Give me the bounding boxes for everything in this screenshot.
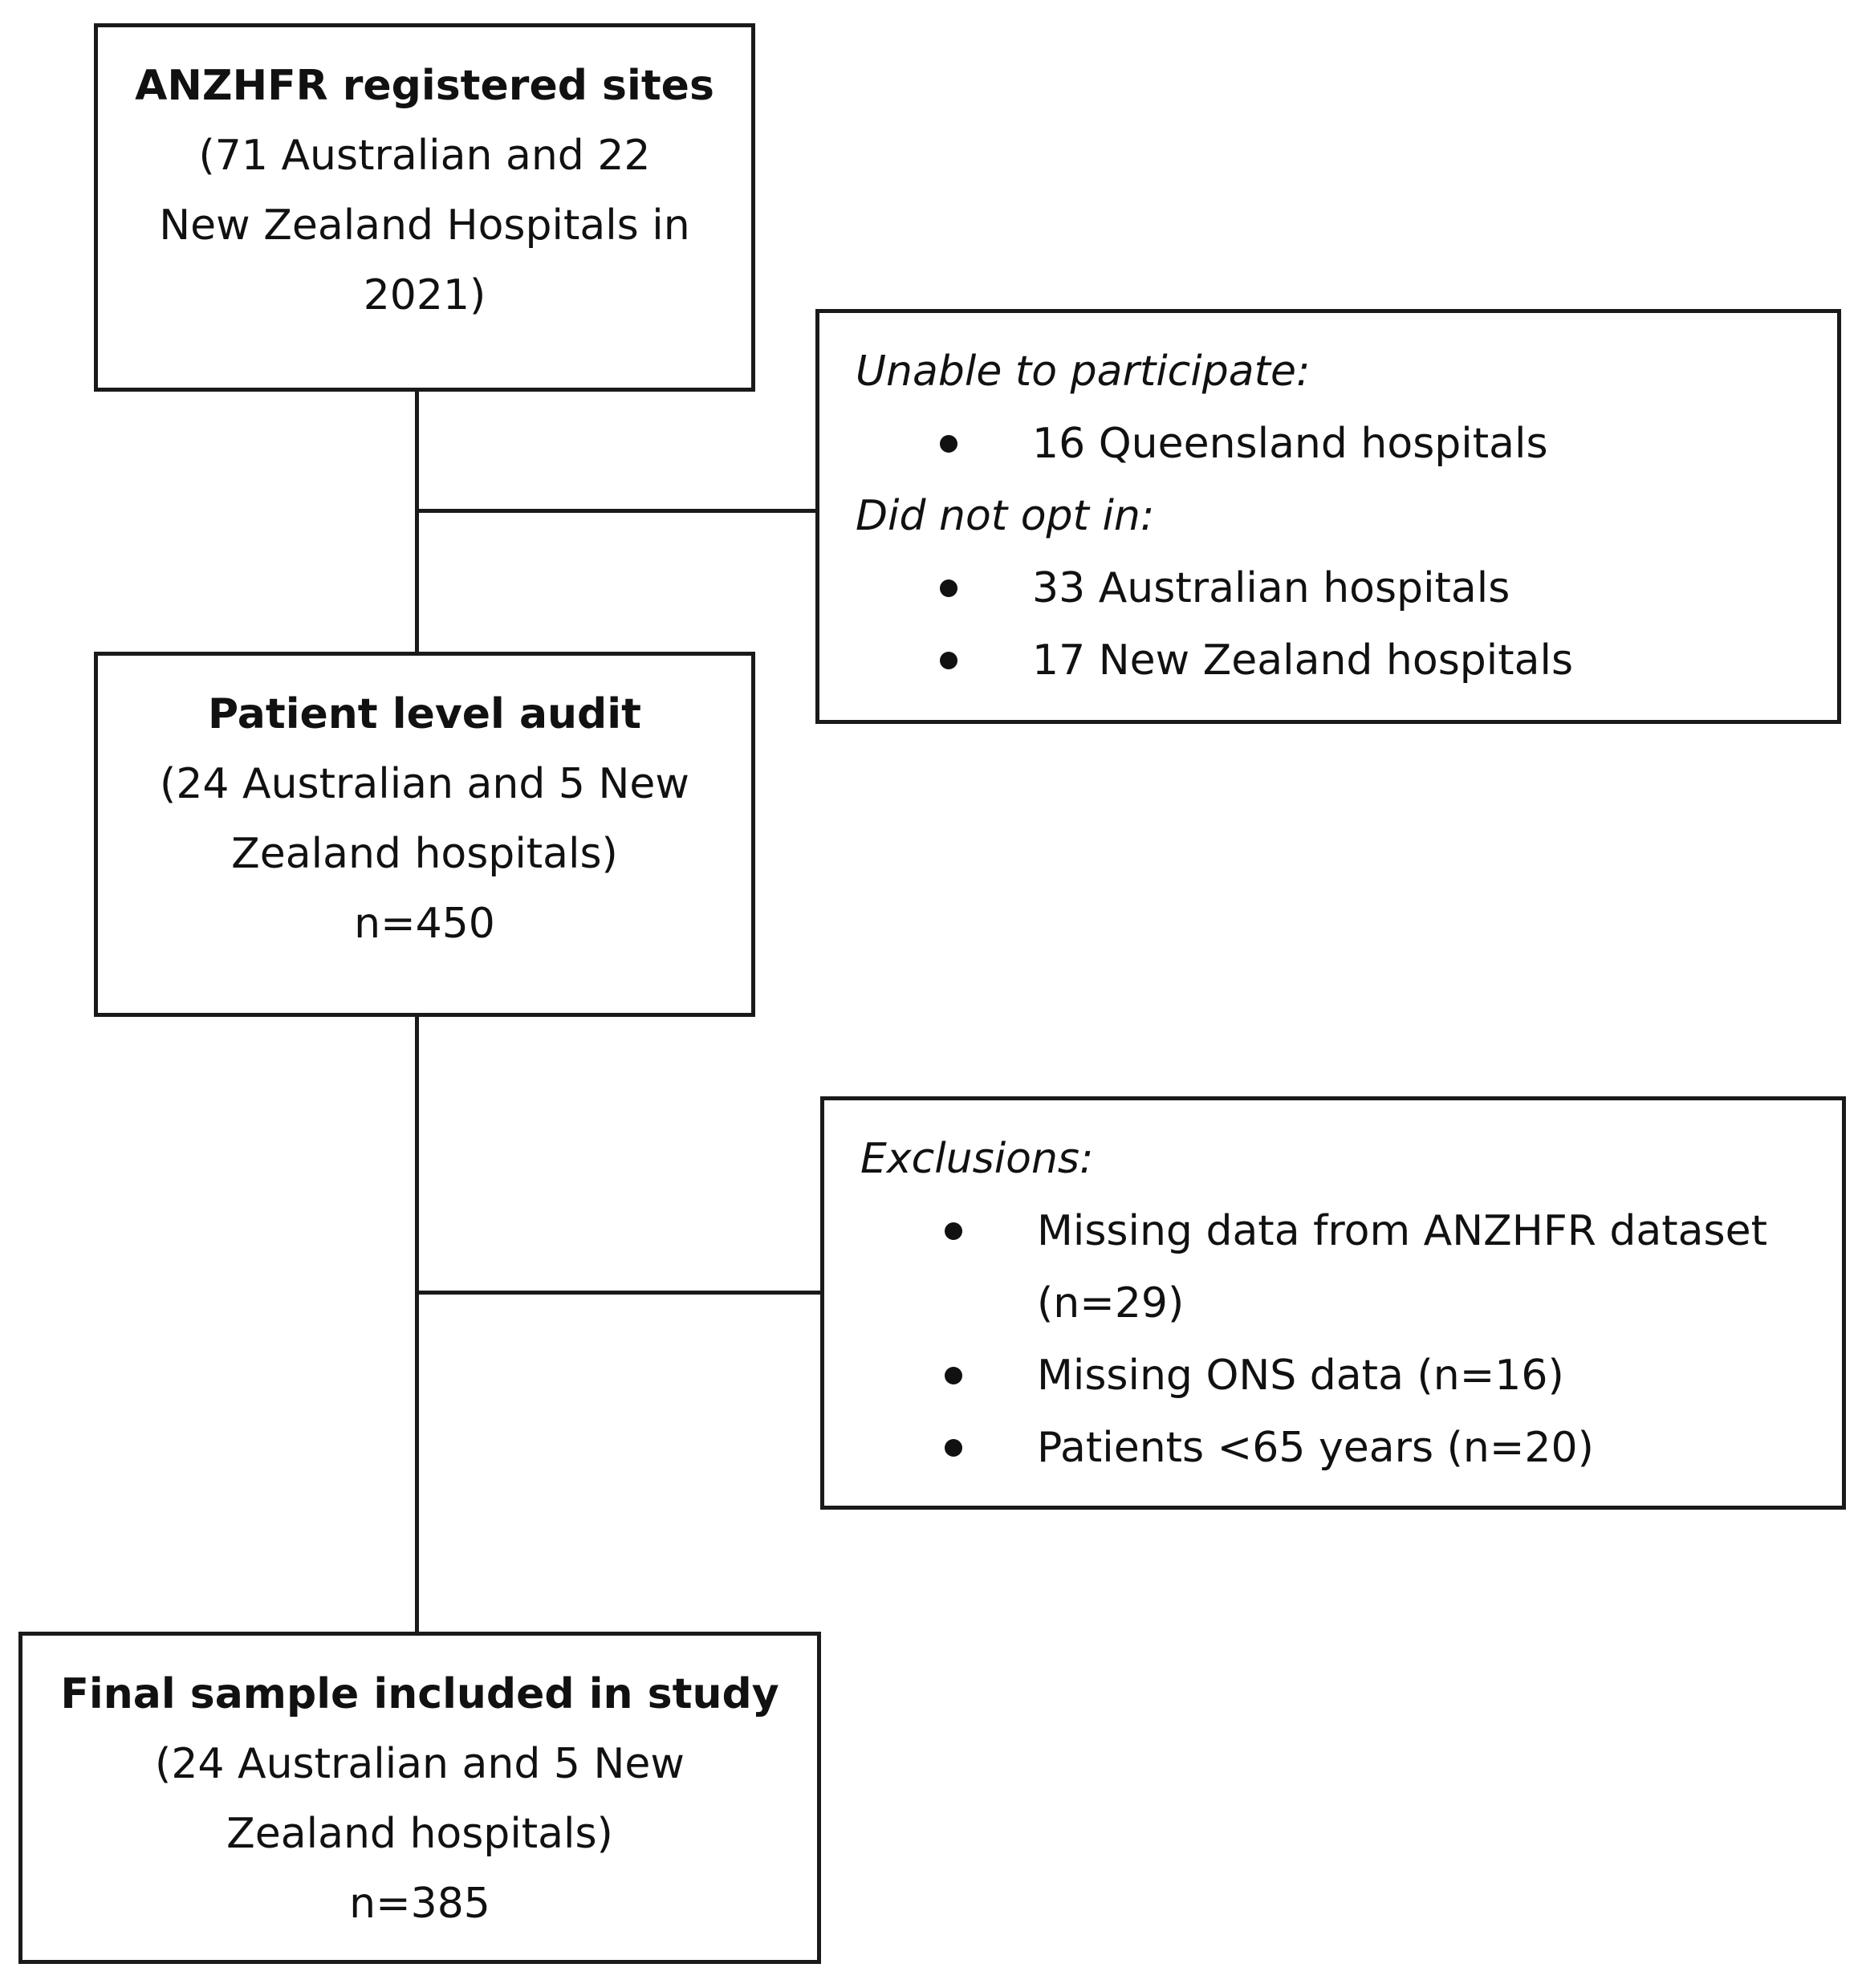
exclusion-item-1-line-1: Missing data from ANZHFR dataset (1037, 1207, 1767, 1255)
bullet-icon (940, 579, 957, 597)
bullet-icon (940, 652, 957, 669)
bullet-icon (945, 1367, 962, 1384)
exclusion-item-3: Patients <65 years (n=20) (1037, 1424, 1594, 1472)
unable-item-1: 16 Queensland hospitals (1032, 420, 1548, 468)
connector-branch-nonparticipation (415, 509, 818, 513)
optout-item-1: 33 Australian hospitals (1032, 564, 1510, 612)
registered-sites-line-3: 2021) (363, 271, 486, 319)
final-sample-line-2: Zealand hospitals) (226, 1810, 613, 1858)
connector-sites-to-audit (415, 389, 419, 654)
registered-sites-line-1: (71 Australian and 22 (198, 132, 651, 180)
unable-to-participate-heading: Unable to participate: (856, 348, 1311, 396)
exclusion-item-2: Missing ONS data (n=16) (1037, 1352, 1564, 1400)
exclusions-heading: Exclusions: (860, 1135, 1094, 1183)
bullet-icon (945, 1222, 962, 1240)
registered-sites-line-2: New Zealand Hospitals in (159, 201, 690, 250)
patient-audit-count: n=450 (354, 900, 495, 948)
exclusion-item-1-line-2: (n=29) (1037, 1279, 1185, 1327)
bullet-icon (945, 1439, 962, 1457)
registered-sites-box: ANZHFR registered sites (71 Australian a… (94, 23, 755, 392)
list-item: Patients <65 years (n=20) (860, 1412, 1842, 1484)
patient-audit-box: Patient level audit (24 Australian and 5… (94, 652, 755, 1017)
final-sample-box: Final sample included in study (24 Austr… (18, 1632, 821, 1964)
list-item: Missing ONS data (n=16) (860, 1340, 1842, 1412)
connector-audit-to-final (415, 1015, 419, 1633)
bullet-icon (940, 435, 957, 453)
patient-audit-title: Patient level audit (208, 690, 641, 738)
optout-list: 33 Australian hospitals 17 New Zealand h… (856, 552, 1837, 697)
list-item: 33 Australian hospitals (856, 552, 1837, 624)
exclusions-box: Exclusions: Missing data from ANZHFR dat… (820, 1096, 1846, 1510)
did-not-opt-in-heading: Did not opt in: (856, 492, 1155, 540)
exclusions-list: Missing data from ANZHFR dataset (n=29) … (860, 1195, 1842, 1484)
final-sample-count: n=385 (349, 1880, 490, 1928)
registered-sites-title: ANZHFR registered sites (135, 62, 714, 110)
unable-list: 16 Queensland hospitals (856, 408, 1837, 480)
non-participation-box: Unable to participate: 16 Queensland hos… (815, 309, 1841, 724)
patient-audit-line-2: Zealand hospitals) (231, 830, 618, 878)
final-sample-line-1: (24 Australian and 5 New (155, 1740, 685, 1788)
list-item: 17 New Zealand hospitals (856, 624, 1837, 697)
final-sample-title: Final sample included in study (60, 1670, 779, 1718)
patient-audit-line-1: (24 Australian and 5 New (160, 760, 689, 808)
list-item: 16 Queensland hospitals (856, 408, 1837, 480)
connector-branch-exclusions (415, 1291, 823, 1295)
list-item: Missing data from ANZHFR dataset (n=29) (860, 1195, 1842, 1340)
optout-item-2: 17 New Zealand hospitals (1032, 636, 1574, 685)
